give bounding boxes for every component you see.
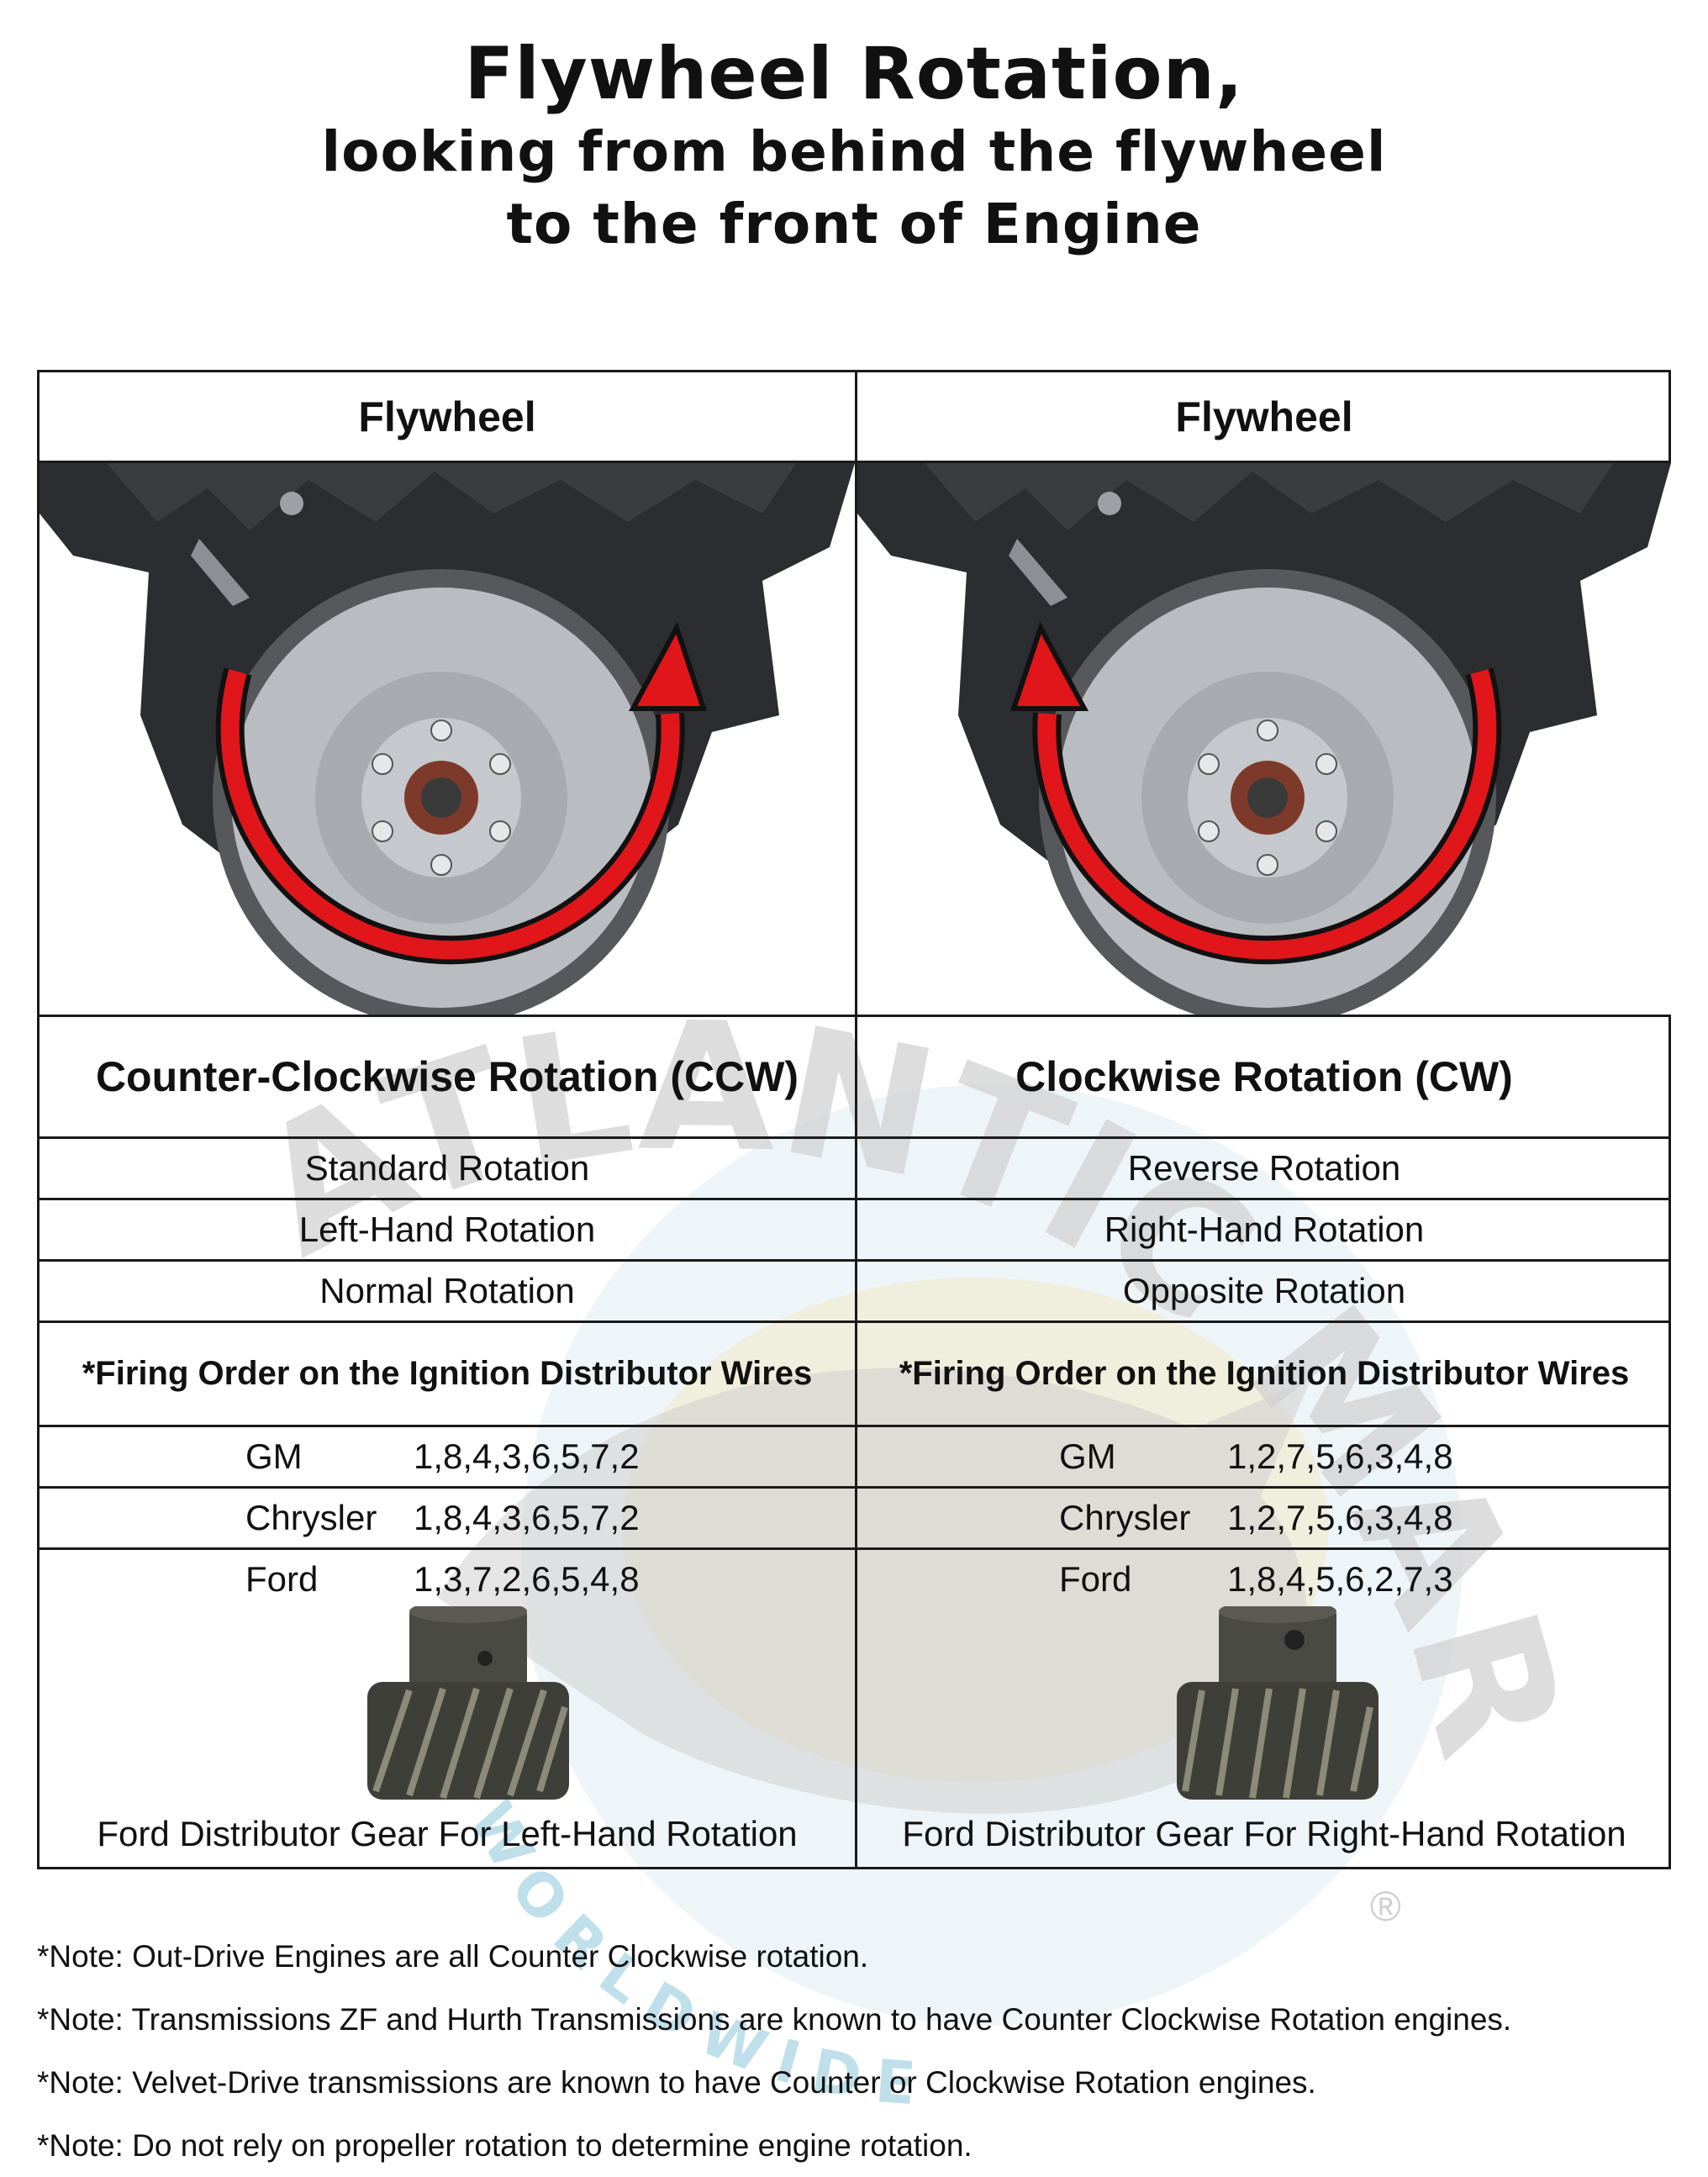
note-item: *Note: Out-Drive Engines are all Counter… [37, 1939, 869, 1974]
firing-order-values: 1,2,7,5,6,3,4,8 [1227, 1498, 1453, 1537]
rotation-arrow-ccw [220, 669, 680, 960]
arrow-head [628, 621, 708, 711]
firing-order-values: 1,8,4,3,6,5,7,2 [414, 1498, 640, 1537]
firing-order-row: Chrysler 1,2,7,5,6,3,4,8 [857, 1489, 1671, 1547]
header-flywheel-left: Flywheel [358, 393, 536, 440]
page-subtitle-line1: looking from behind the flywheel [321, 119, 1387, 184]
engine-make: GM [1059, 1436, 1116, 1476]
firing-order-values: 1,8,4,5,6,2,7,3 [1227, 1559, 1453, 1599]
page-subtitle-line2: to the front of Engine [506, 192, 1202, 256]
row-divider [40, 1015, 1668, 1017]
firing-order-row: GM 1,8,4,3,6,5,7,2 [40, 1427, 855, 1486]
note-item: *Note: Do not rely on propeller rotation… [37, 2128, 973, 2163]
flywheel-photo-cw [857, 463, 1671, 1015]
distributor-gear-right-hand [1168, 1600, 1387, 1808]
title-block: Flywheel Rotation, looking from behind t… [0, 32, 1708, 261]
firing-order-row: GM 1,2,7,5,6,3,4,8 [857, 1427, 1671, 1486]
ccw-name-left-hand: Left-Hand Rotation [298, 1210, 596, 1249]
engine-make: Ford [245, 1559, 319, 1599]
gear-caption-right-hand: Ford Distributor Gear For Right-Hand Rot… [902, 1814, 1626, 1853]
column-divider [855, 372, 857, 1867]
arrow-head [1010, 621, 1089, 711]
flywheel-photo-ccw [40, 463, 855, 1015]
firing-order-values: 1,2,7,5,6,3,4,8 [1227, 1436, 1453, 1476]
row-divider [40, 1486, 1668, 1489]
firing-order-values: 1,8,4,3,6,5,7,2 [414, 1436, 640, 1476]
firing-order-row: Ford 1,8,4,5,6,2,7,3 [857, 1550, 1671, 1609]
engine-make: Ford [1059, 1559, 1132, 1599]
note-item: *Note: Transmissions ZF and Hurth Transm… [37, 2002, 1512, 2037]
row-divider [40, 1425, 1668, 1427]
note-item: *Note: Velvet-Drive transmissions are kn… [37, 2065, 1316, 2100]
page-title: Flywheel Rotation, [464, 32, 1244, 116]
engine-make: Chrysler [1059, 1498, 1191, 1537]
firing-order-row: Ford 1,3,7,2,6,5,4,8 [40, 1550, 855, 1609]
firing-order-values: 1,3,7,2,6,5,4,8 [414, 1559, 640, 1599]
row-divider [40, 1547, 1668, 1550]
distributor-gear-left-hand [359, 1600, 577, 1808]
engine-make: GM [245, 1436, 303, 1476]
ccw-name-standard: Standard Rotation [304, 1148, 590, 1188]
cw-name-reverse: Reverse Rotation [1127, 1148, 1401, 1188]
rotation-title-cw: Clockwise Rotation (CW) [1015, 1053, 1513, 1100]
header-flywheel-right: Flywheel [1175, 393, 1353, 440]
row-divider [40, 1136, 1668, 1139]
cw-name-opposite: Opposite Rotation [1122, 1271, 1406, 1310]
rotation-comparison-table: Flywheel Flywheel [37, 370, 1671, 1869]
cw-name-right-hand: Right-Hand Rotation [1104, 1210, 1425, 1249]
rotation-arrow-cw [1037, 669, 1497, 960]
row-divider [40, 1259, 1668, 1262]
engine-make: Chrysler [245, 1498, 377, 1537]
rotation-title-ccw: Counter-Clockwise Rotation (CCW) [95, 1053, 799, 1100]
row-divider [40, 461, 1668, 463]
firing-order-row: Chrysler 1,8,4,3,6,5,7,2 [40, 1489, 855, 1547]
registered-mark: ® [1370, 1883, 1401, 1930]
ccw-name-normal: Normal Rotation [319, 1271, 575, 1310]
firing-order-header-right: *Firing Order on the Ignition Distributo… [899, 1355, 1630, 1392]
firing-order-header-left: *Firing Order on the Ignition Distributo… [82, 1355, 813, 1392]
row-divider [40, 1198, 1668, 1200]
notes-section: *Note: Out-Drive Engines are all Counter… [37, 1925, 1671, 2177]
row-divider [40, 1320, 1668, 1323]
gear-caption-left-hand: Ford Distributor Gear For Left-Hand Rota… [97, 1814, 798, 1853]
